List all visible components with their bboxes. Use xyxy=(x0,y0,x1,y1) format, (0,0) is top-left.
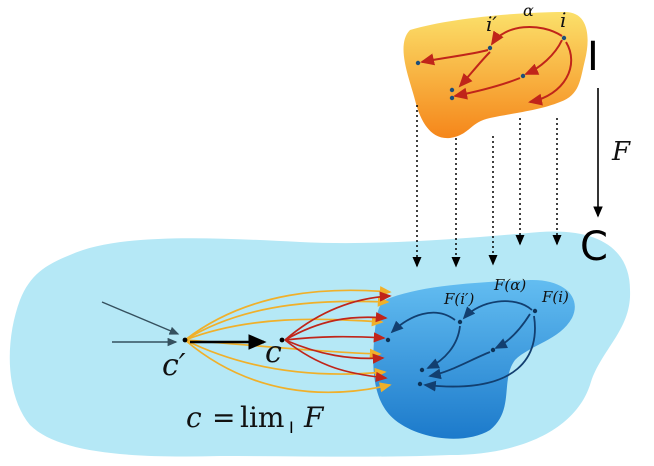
diagram-node xyxy=(415,60,421,66)
label-F-alpha: F(α) xyxy=(493,276,526,294)
diagram-arrow xyxy=(494,313,531,349)
diagram-arrow xyxy=(524,39,563,75)
cone-arrow xyxy=(284,339,388,382)
diagram-node xyxy=(490,347,496,353)
equation-lhs: c xyxy=(186,401,202,434)
cone-arrow xyxy=(284,312,388,341)
label-i-prime: i′ xyxy=(486,12,497,36)
label-alpha: α xyxy=(523,1,534,20)
node-i xyxy=(561,35,567,41)
arrow-alpha xyxy=(490,26,563,46)
label-c: c xyxy=(265,335,282,370)
diagram-node xyxy=(417,381,423,387)
cone-arrow xyxy=(284,339,385,364)
diagram-arrow xyxy=(420,49,489,66)
diagram-node xyxy=(520,73,526,79)
diagram-arrow xyxy=(428,351,491,380)
diagram-I-nodes xyxy=(415,35,567,101)
arrow-F-alpha xyxy=(462,300,533,320)
diagram-C-arrows xyxy=(390,300,536,392)
node-i-prime xyxy=(487,45,493,51)
label-F-i-prime: F(i′) xyxy=(443,290,474,308)
diagram-arrow xyxy=(426,325,461,369)
equation-lim: lim xyxy=(240,401,284,434)
equation-rhs: F xyxy=(303,401,325,434)
cone-arrow xyxy=(284,332,386,343)
diagram-arrow xyxy=(390,311,456,334)
equation-subscript: I xyxy=(289,418,294,437)
cone-arrow xyxy=(284,291,392,341)
label-F-i: F(i) xyxy=(541,288,569,306)
diagram-node xyxy=(449,95,455,101)
diagram-I-arrows xyxy=(420,26,573,106)
diagram-arrow xyxy=(458,51,491,88)
dotted-mapping-arrows xyxy=(412,105,562,268)
diagram-node xyxy=(449,87,455,93)
label-c-prime: c′ xyxy=(162,348,186,383)
limit-equation: c = lim I F xyxy=(186,401,325,437)
category-I-label: I xyxy=(587,34,599,80)
cone-arrow xyxy=(184,286,392,341)
diagram-arrow xyxy=(423,315,536,392)
diagram-C-nodes xyxy=(385,308,538,387)
category-C-label: C xyxy=(580,224,608,270)
node-F-i-prime xyxy=(457,319,463,325)
cone-arrow xyxy=(184,316,384,341)
equation-equals: = xyxy=(212,401,235,434)
incoming-arrows xyxy=(101,301,180,347)
diagram-node xyxy=(385,337,391,343)
cone-arrows-from-c xyxy=(284,291,392,382)
node-c-prime xyxy=(182,337,188,343)
diagram-arrow xyxy=(528,41,573,106)
diagram-arrow xyxy=(453,77,521,100)
label-i: i xyxy=(560,8,566,32)
category-I-region xyxy=(403,12,588,139)
functor-label: F xyxy=(611,137,631,167)
node-c xyxy=(279,337,285,343)
node-F-i xyxy=(532,308,538,314)
cone-arrow xyxy=(184,339,392,394)
diagram-node xyxy=(419,367,425,373)
incoming-arrow xyxy=(101,301,180,335)
cone-arrow xyxy=(184,296,390,341)
